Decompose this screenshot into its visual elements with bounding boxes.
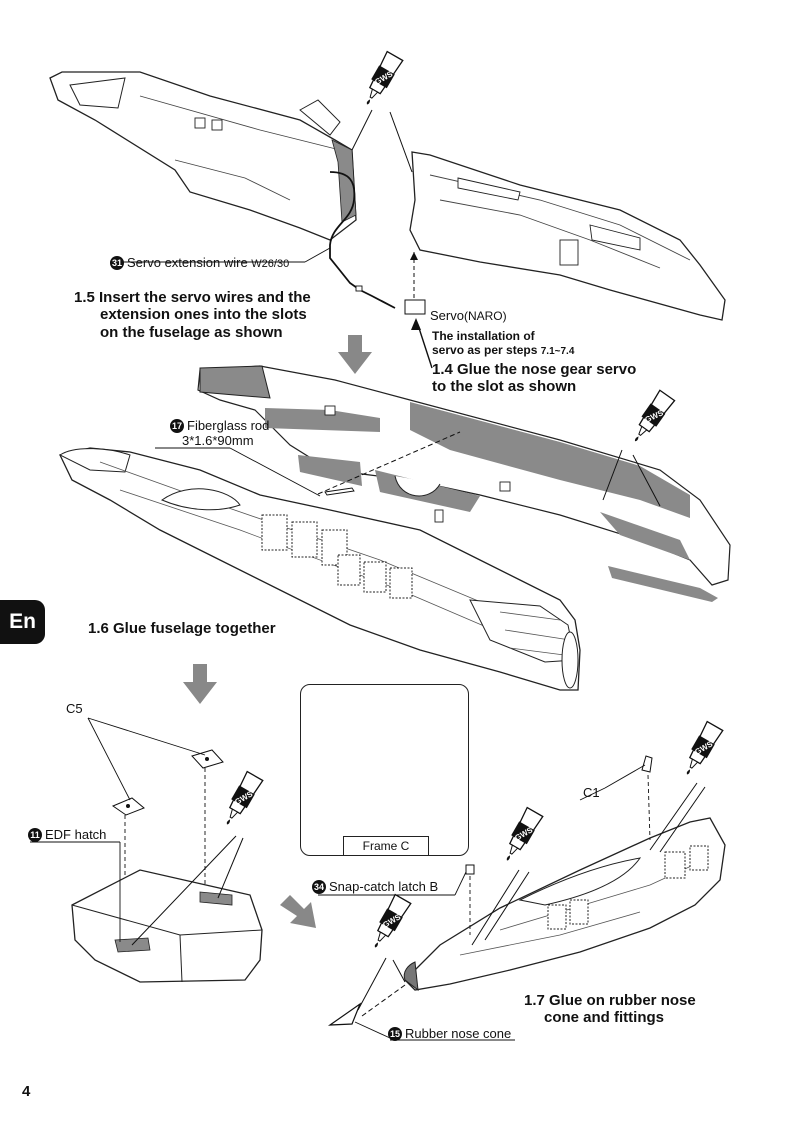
step-1-7: 1.7 Glue on rubber nose cone and fitting… [524,992,696,1027]
edf-hatch-part [71,869,263,983]
servo-label: Servo(NARO) [430,308,507,323]
gws-glue-icon-2 [627,389,677,448]
part-number-badge: 15 [388,1027,402,1041]
frame-c-panel [300,684,469,856]
latch-part [465,864,475,875]
part-number-badge: 17 [170,419,184,433]
servo-part [404,299,426,315]
wire-plug [355,285,363,292]
gws-glue-icon-4 [498,806,545,867]
nose-section [403,817,726,992]
diag-arrow [280,895,316,928]
c5-label: C5 [66,701,83,716]
part-number-badge: 34 [312,880,326,894]
step-1-4: 1.4 Glue the nose gear servo to the slot… [432,361,637,396]
gws-glue-icon-3 [218,770,265,831]
page-number: 4 [22,1083,31,1100]
gws-glue-icon-6 [366,893,413,954]
language-tab: En [0,600,45,644]
rubber-nose-cone-part [327,1002,362,1026]
servo-wire [329,171,396,309]
c1-label: C1 [583,785,600,800]
down-arrow-2 [183,664,217,704]
gws-glue-icon-5 [678,720,725,781]
c1-part [641,755,653,773]
lower-fuselage-assembly [59,447,581,691]
part-number-badge: 31 [110,256,124,270]
step-1-6: 1.6 Glue fuselage together [88,620,276,637]
frame-c-caption: Frame C [343,836,429,856]
upper-fuselage-shell [197,365,731,602]
gws-glue-icon-1 [358,50,405,111]
down-arrow-1 [338,335,372,374]
step-1-5: 1.5 Insert the servo wires and the exten… [74,289,311,341]
servo-install-note: The installation of servo as per steps 7… [432,329,575,357]
right-fuselage-half [404,151,726,321]
part-number-badge: 11 [28,828,42,842]
left-fuselage-half [49,71,357,241]
